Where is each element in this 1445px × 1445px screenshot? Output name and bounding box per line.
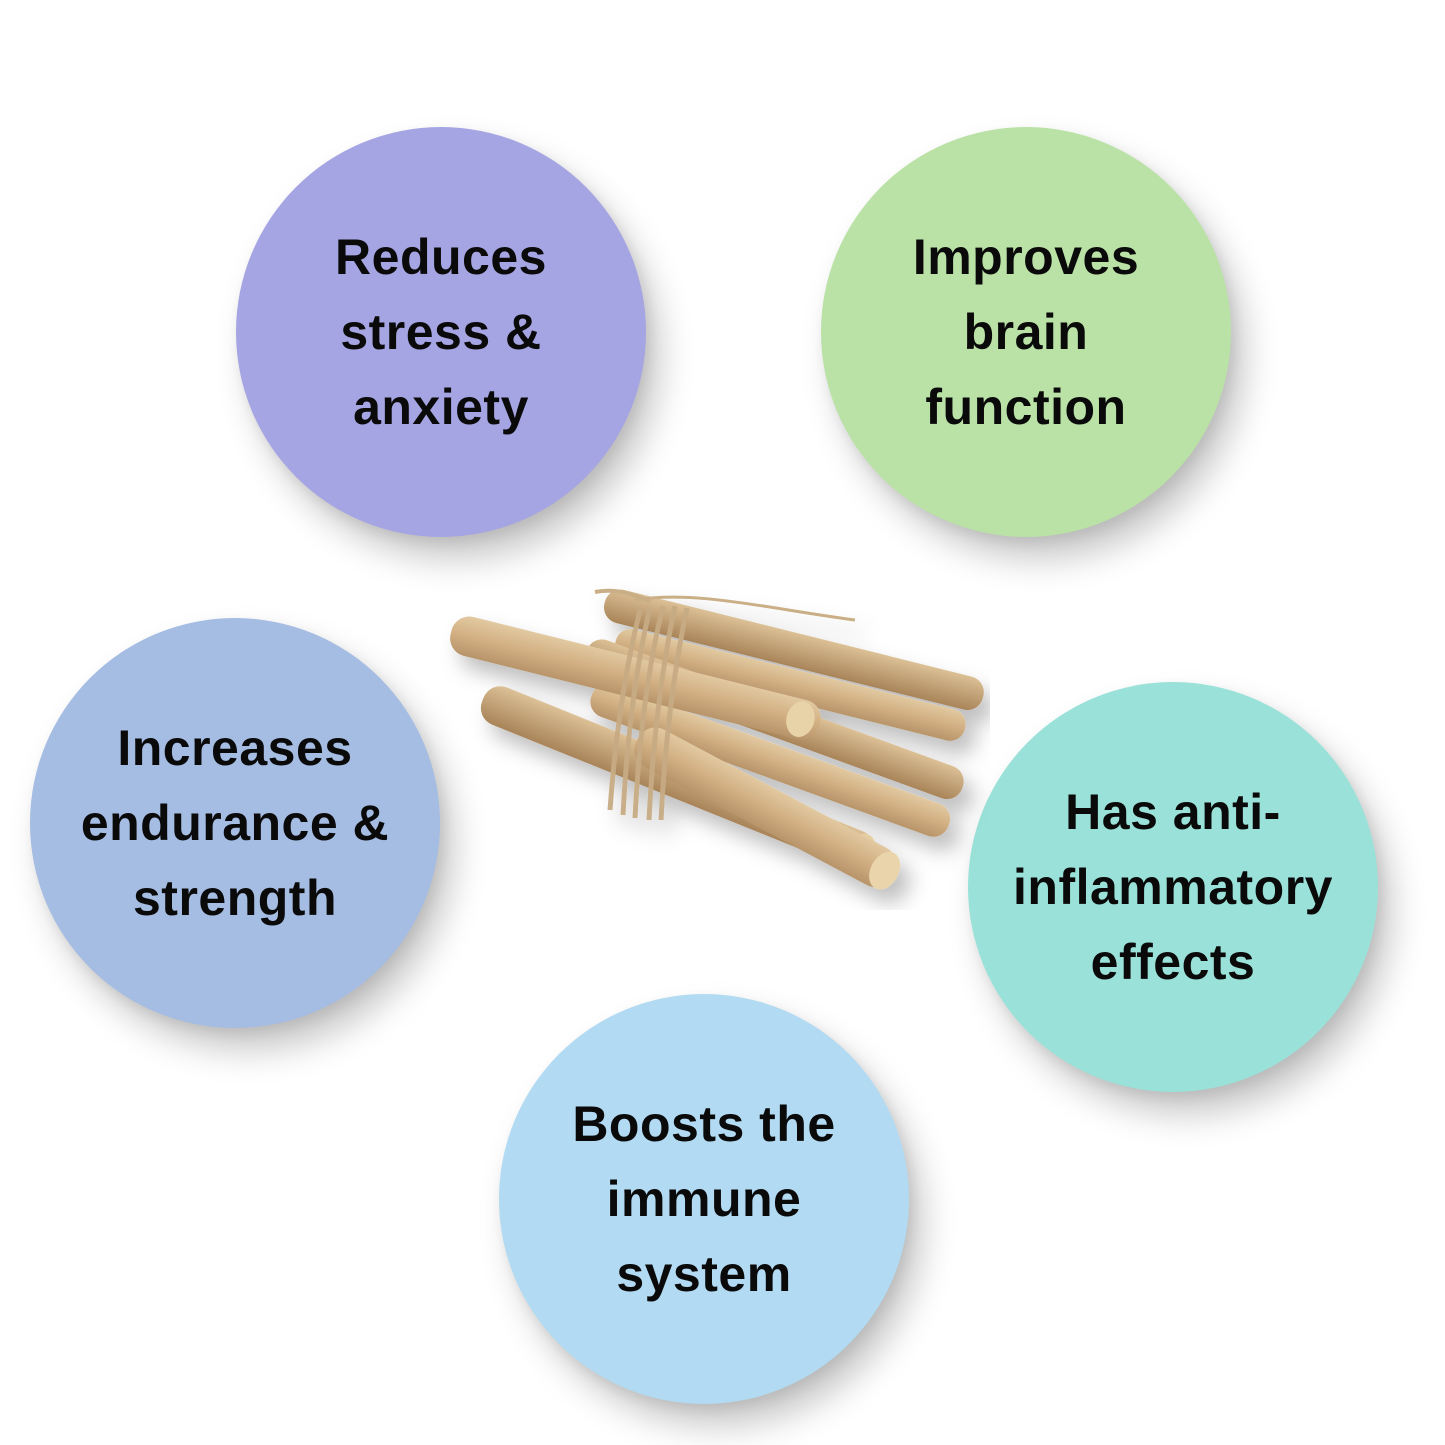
benefit-circle-brain: Improves brain function <box>821 127 1231 537</box>
benefit-label-line: immune <box>606 1170 802 1227</box>
benefit-label: Increases endurance & strength <box>81 711 389 936</box>
benefit-circle-inflammation: Has anti- inflammatory effects <box>968 682 1378 1092</box>
benefit-label-line: Improves <box>912 228 1140 285</box>
benefit-label: Boosts the immune system <box>572 1087 835 1312</box>
benefit-label-line: Boosts the <box>572 1095 836 1152</box>
benefit-label-line: endurance & <box>80 794 390 851</box>
benefit-label-line: stress & <box>340 303 542 360</box>
benefit-circle-endurance: Increases endurance & strength <box>30 618 440 1028</box>
benefit-label-line: Increases <box>117 719 353 776</box>
benefit-label: Has anti- inflammatory effects <box>1013 775 1333 1000</box>
ashwagandha-root-bundle-icon <box>450 588 984 890</box>
benefit-label-line: brain <box>963 303 1089 360</box>
benefit-circle-immune: Boosts the immune system <box>499 994 909 1404</box>
benefit-label-line: anxiety <box>353 378 529 435</box>
benefit-label-line: strength <box>132 869 337 926</box>
benefit-circle-stress: Reduces stress & anxiety <box>236 127 646 537</box>
benefit-label-line: inflammatory <box>1013 858 1333 915</box>
benefit-label-line: system <box>616 1245 792 1302</box>
benefit-label-line: Has anti- <box>1065 783 1281 840</box>
benefit-label-line: effects <box>1090 933 1256 990</box>
benefit-label-line: function <box>925 378 1127 435</box>
benefit-label: Improves brain function <box>913 220 1139 445</box>
benefit-label-line: Reduces <box>335 228 547 285</box>
benefit-label: Reduces stress & anxiety <box>335 220 547 445</box>
